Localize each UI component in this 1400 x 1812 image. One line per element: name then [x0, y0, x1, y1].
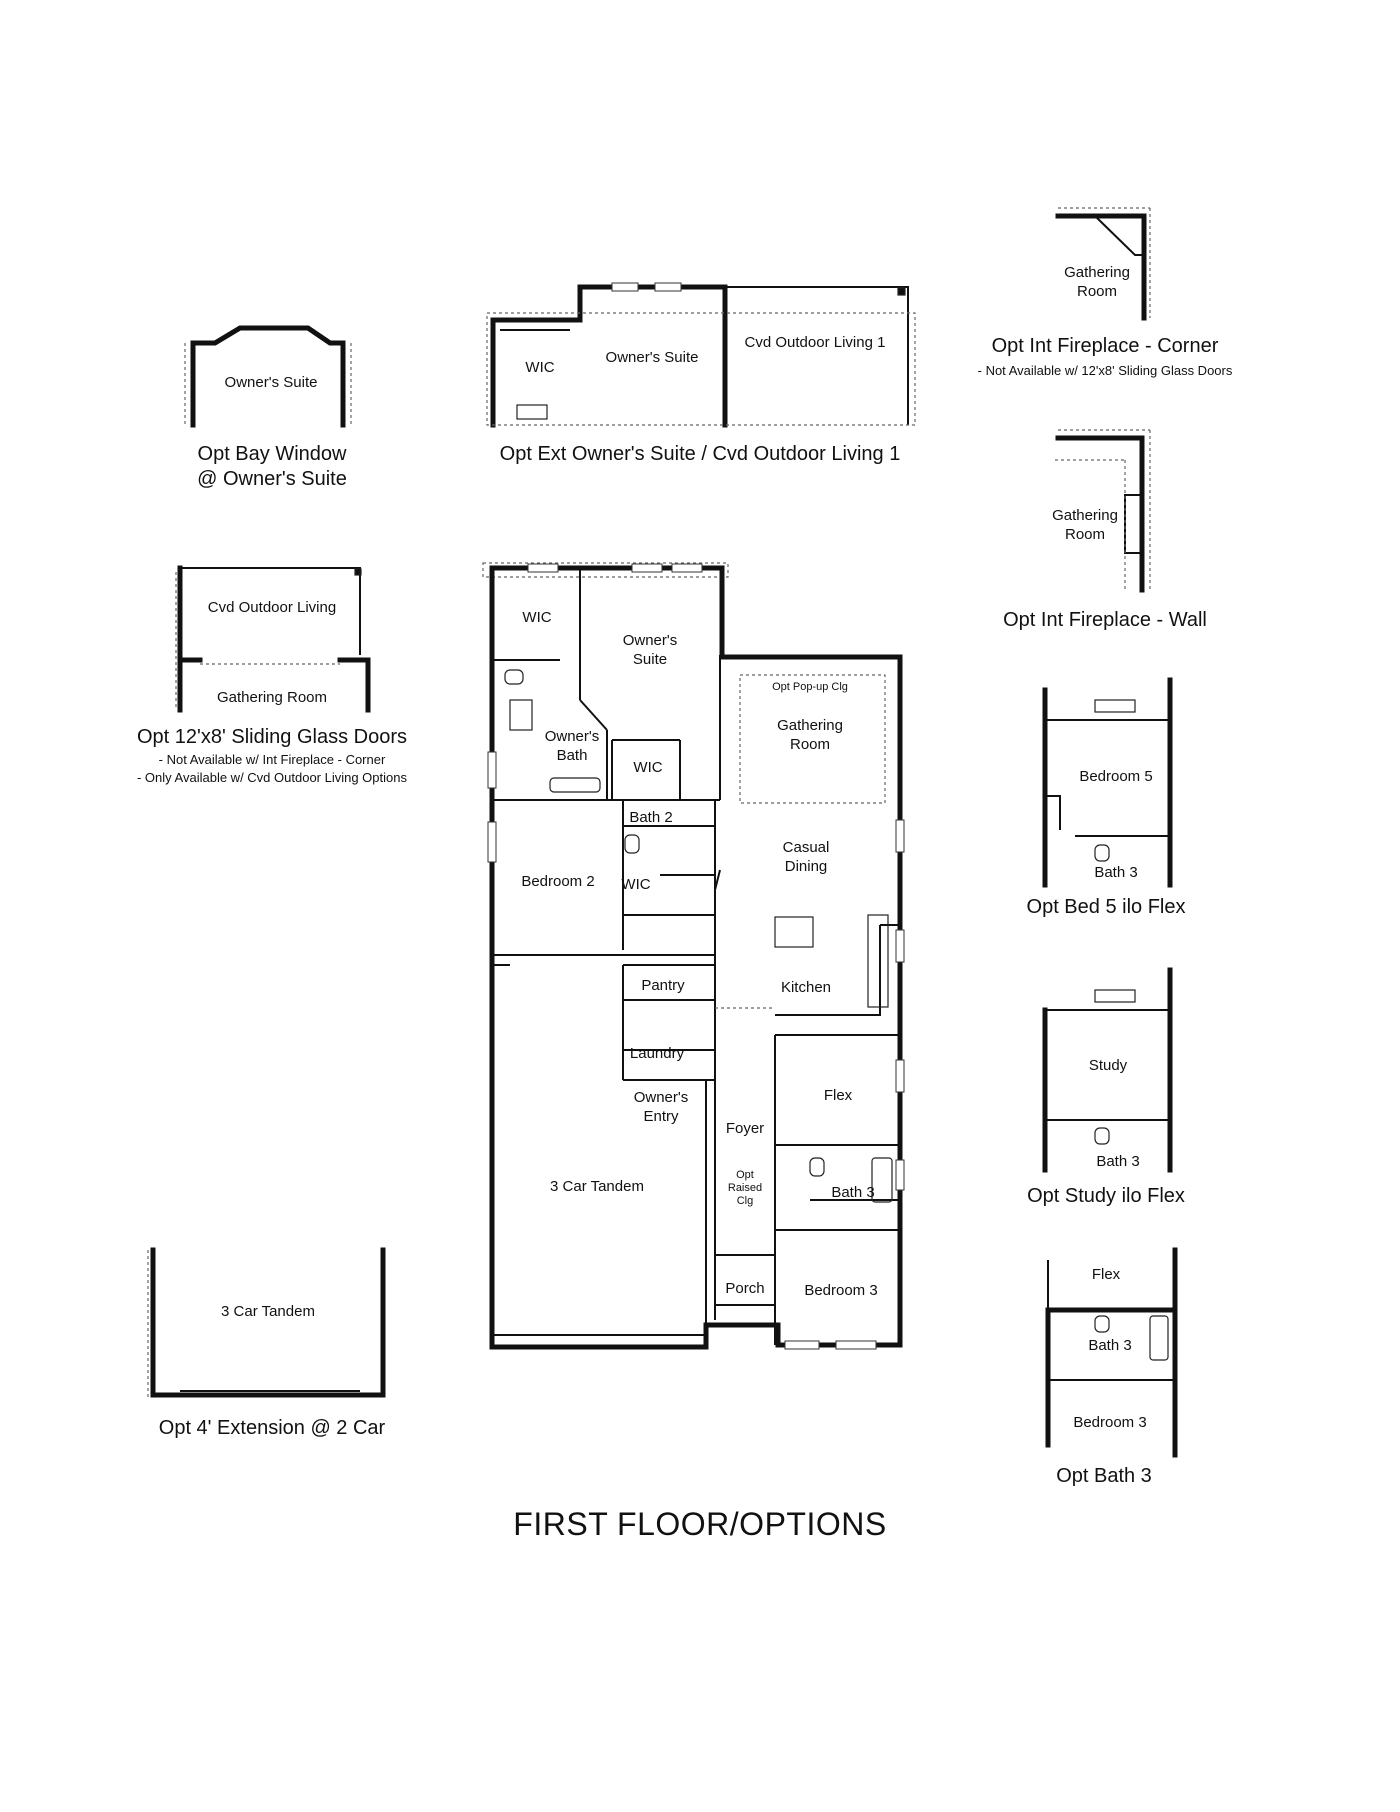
option-sliding-doors: Cvd Outdoor Living Gathering Room Opt 12…: [137, 565, 408, 785]
sliding-doors-outdoor: Cvd Outdoor Living: [208, 599, 336, 616]
label-opt-popup: Opt Pop-up Clg: [772, 681, 848, 693]
main-floor-plan: [482, 562, 905, 1350]
room-wic-top: WIC: [522, 609, 551, 626]
room-bath-2: Bath 2: [629, 809, 672, 826]
room-flex: Flex: [824, 1087, 853, 1104]
fireplace-wall-room-line1: Gathering: [1052, 507, 1118, 524]
room-bedroom-3: Bedroom 3: [804, 1282, 877, 1299]
room-owners-entry-line2: Entry: [643, 1108, 679, 1125]
room-porch: Porch: [725, 1280, 764, 1297]
fireplace-corner-room-line2: Room: [1077, 283, 1117, 300]
room-owners-entry-line1: Owner's: [634, 1089, 689, 1106]
fireplace-wall-caption: Opt Int Fireplace - Wall: [1003, 609, 1207, 631]
sliding-doors-room: Gathering Room: [217, 689, 327, 706]
bath3-bath: Bath 3: [1088, 1337, 1131, 1354]
bed5-bedroom: Bedroom 5: [1079, 768, 1152, 785]
ext-suite-wic: WIC: [525, 359, 554, 376]
room-casual-dining-line1: Casual: [783, 839, 830, 856]
option-bay-window: Owner's Suite Opt Bay Window @ Owner's Su…: [184, 325, 352, 490]
garage-ext-room: 3 Car Tandem: [221, 1303, 315, 1320]
fireplace-wall-room-line2: Room: [1065, 526, 1105, 543]
room-pantry: Pantry: [641, 977, 685, 994]
room-gathering-line1: Gathering: [777, 717, 843, 734]
ext-suite-owners-suite: Owner's Suite: [606, 349, 699, 366]
fireplace-corner-room-line1: Gathering: [1064, 264, 1130, 281]
bath3-caption: Opt Bath 3: [1056, 1465, 1152, 1487]
bath3-flex: Flex: [1092, 1266, 1121, 1283]
study-caption: Opt Study ilo Flex: [1027, 1185, 1185, 1207]
room-garage: 3 Car Tandem: [550, 1178, 644, 1195]
study-bath: Bath 3: [1096, 1153, 1139, 1170]
bay-window-room: Owner's Suite: [225, 374, 318, 391]
option-bath3: Flex Bath 3 Bedroom 3 Opt Bath 3: [1045, 1247, 1178, 1487]
bay-window-caption: Opt Bay Window @ Owner's Suite: [197, 443, 347, 490]
ext-suite-caption: Opt Ext Owner's Suite / Cvd Outdoor Livi…: [500, 443, 901, 465]
option-study: Study Bath 3 Opt Study ilo Flex: [1027, 967, 1185, 1207]
room-wic-mid: WIC: [633, 759, 662, 776]
option-garage-ext: 3 Car Tandem Opt 4' Extension @ 2 Car: [147, 1247, 386, 1439]
room-owners-suite-line1: Owner's: [623, 632, 678, 649]
room-bedroom-2: Bedroom 2: [521, 873, 594, 890]
room-owners-bath-line2: Bath: [557, 747, 588, 764]
room-kitchen: Kitchen: [781, 979, 831, 996]
option-ext-owners-suite: WIC Owner's Suite Cvd Outdoor Living 1 O…: [486, 282, 916, 465]
garage-ext-caption: Opt 4' Extension @ 2 Car: [159, 1417, 386, 1439]
room-wic-bed2: WIC: [621, 876, 650, 893]
study-room: Study: [1089, 1057, 1128, 1074]
label-opt-raised-line2: Raised: [728, 1182, 762, 1194]
bath3-bedroom: Bedroom 3: [1073, 1414, 1146, 1431]
label-opt-raised-line1: Opt: [736, 1169, 754, 1181]
room-owners-bath-line1: Owner's: [545, 728, 600, 745]
sheet-title: FIRST FLOOR/OPTIONS: [513, 1506, 886, 1542]
sliding-doors-caption: Opt 12'x8' Sliding Glass Doors: [137, 726, 407, 748]
bed5-bath: Bath 3: [1094, 864, 1137, 881]
room-owners-suite-line2: Suite: [633, 651, 667, 668]
sliding-doors-note-1: - Not Available w/ Int Fireplace - Corne…: [159, 752, 386, 767]
room-casual-dining-line2: Dining: [785, 858, 828, 875]
fireplace-corner-caption: Opt Int Fireplace - Corner: [992, 335, 1219, 357]
option-bed5: Bedroom 5 Bath 3 Opt Bed 5 ilo Flex: [1027, 677, 1186, 918]
label-opt-raised-line3: Clg: [737, 1195, 754, 1207]
sliding-doors-note-2: - Only Available w/ Cvd Outdoor Living O…: [137, 770, 408, 785]
room-gathering-line2: Room: [790, 736, 830, 753]
room-laundry: Laundry: [630, 1045, 685, 1062]
room-foyer: Foyer: [726, 1120, 764, 1137]
bay-window-caption-line1: Opt Bay Window: [198, 443, 348, 465]
bed5-caption: Opt Bed 5 ilo Flex: [1027, 896, 1186, 918]
room-bath-3: Bath 3: [831, 1184, 874, 1201]
ext-suite-outdoor: Cvd Outdoor Living 1: [745, 334, 886, 351]
fireplace-corner-note: - Not Available w/ 12'x8' Sliding Glass …: [978, 363, 1233, 378]
bay-window-caption-line2: @ Owner's Suite: [197, 468, 347, 490]
